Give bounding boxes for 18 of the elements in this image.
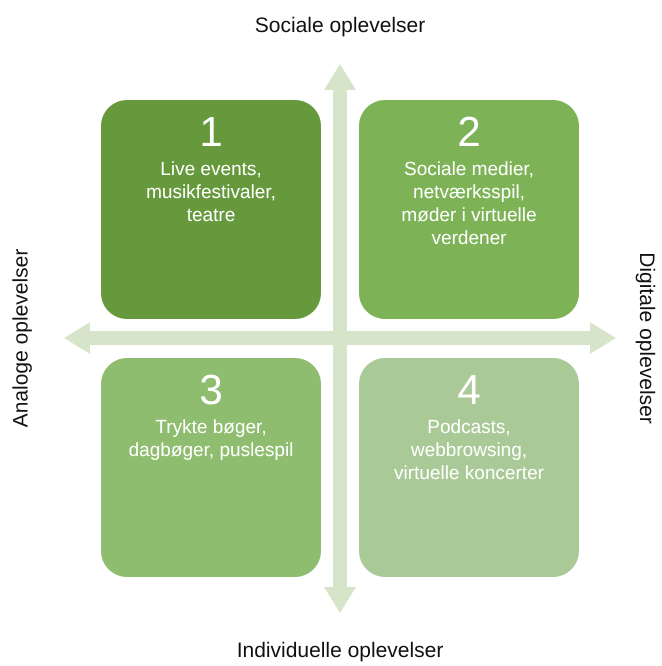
quadrant-description: Sociale medier, netværksspil, møder i virtuelle verdener: [400, 158, 538, 250]
axis-label: Sociale oplevelser: [254, 14, 426, 38]
quadrant-description: Podcasts, webbrowsing, virtuelle koncerter: [393, 416, 545, 485]
axis-label: Digitale oplevelser: [634, 252, 658, 424]
quadrant-number: 1: [199, 110, 223, 154]
quadrant-description: Trykte bøger, dagbøger, puslespil: [128, 416, 294, 462]
axis-label: Individuelle oplevelser: [236, 639, 444, 663]
quadrant-number: 4: [457, 368, 481, 412]
quadrant-description: Live events, musikfestivaler, teatre: [145, 158, 277, 227]
quadrant-box: [101, 358, 321, 577]
quadrant-box: [101, 100, 321, 319]
quadrant-number: 3: [199, 368, 223, 412]
quadrant-number: 2: [457, 110, 481, 154]
axis-label: Analoge oplevelser: [9, 248, 33, 428]
double-arrow: [64, 322, 616, 354]
quadrant-box: [359, 358, 579, 577]
quadrant-box: [359, 100, 579, 319]
double-arrow: [324, 64, 356, 613]
